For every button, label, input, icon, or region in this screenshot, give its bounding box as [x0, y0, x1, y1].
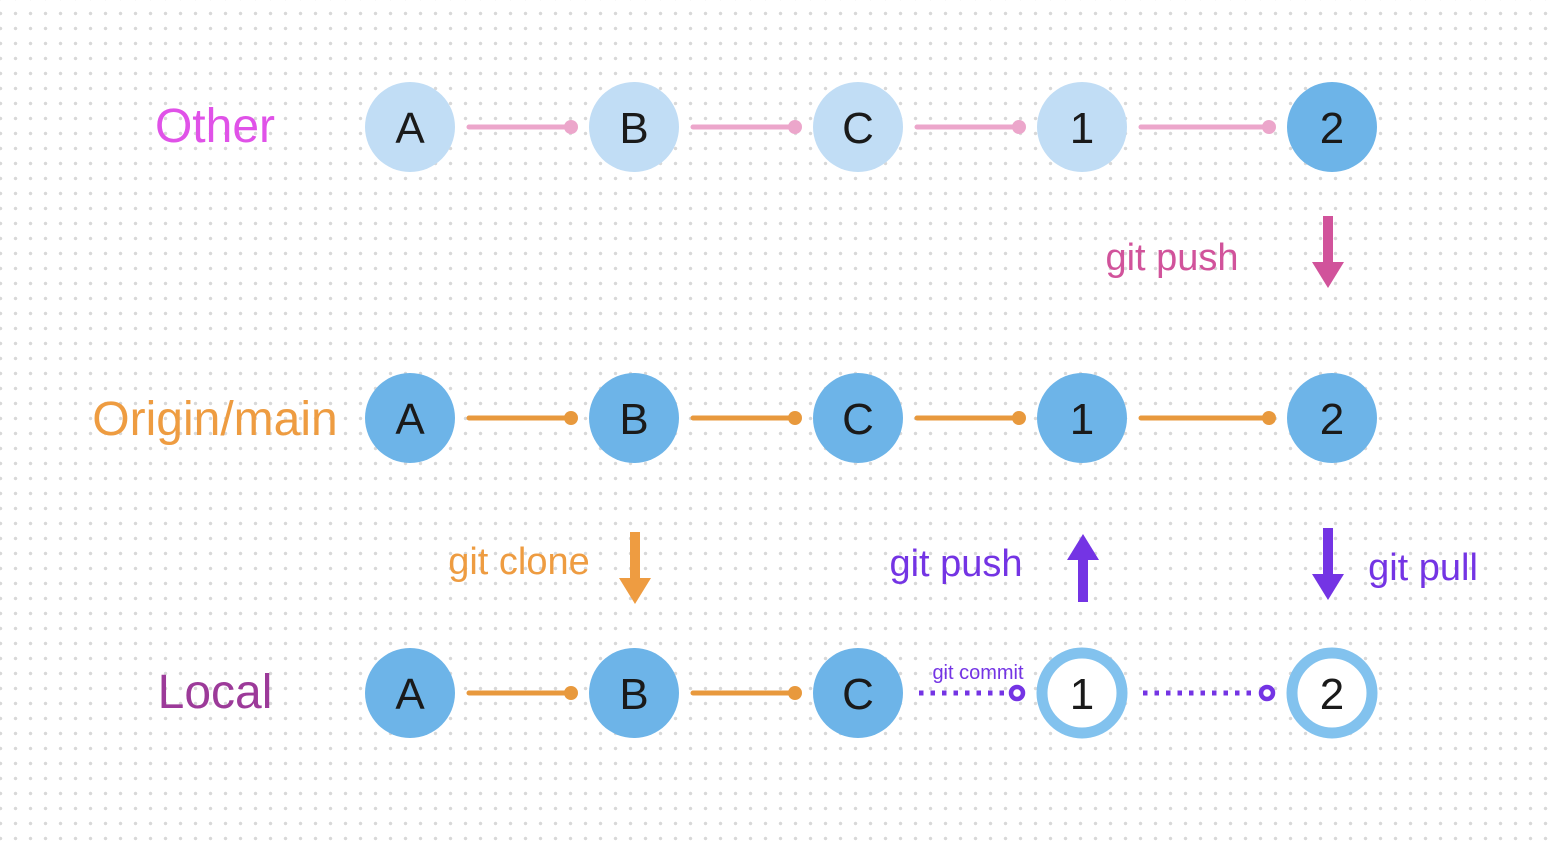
edge-arrowhead-dot	[564, 411, 578, 425]
arrow-head	[1067, 534, 1099, 560]
commit-node-local-2	[1286, 647, 1378, 739]
edge-arrowhead-dot	[788, 120, 802, 134]
edge-arrowhead-dot	[1012, 411, 1026, 425]
arrow-label-git-push-local: git push	[889, 543, 1023, 585]
arrow-head	[1312, 574, 1344, 600]
commit-node-label: 2	[1320, 104, 1344, 153]
row-label-origin-main: Origin/main	[92, 393, 338, 446]
row-origin-main: A B C 1 2	[365, 373, 1377, 463]
commit-node-origin-main-1	[1037, 373, 1127, 463]
arrow-head	[1312, 262, 1344, 288]
commit-node-local-A	[365, 648, 455, 738]
row-local: A B C 1 2	[365, 647, 1378, 739]
commit-node-label: 1	[1070, 670, 1094, 719]
commit-node-label: B	[619, 104, 648, 153]
edge-arrowhead-dot	[788, 411, 802, 425]
edge-arrowhead-ring	[1258, 684, 1276, 702]
commit-node-origin-main-A	[365, 373, 455, 463]
edge-arrowhead-dot	[564, 686, 578, 700]
commit-node-origin-main-B	[589, 373, 679, 463]
edge-arrowhead-dot	[1012, 120, 1026, 134]
edge-arrowhead-dot	[1262, 411, 1276, 425]
commit-node-label: B	[619, 670, 648, 719]
commit-node-label: B	[619, 395, 648, 444]
commit-node-label: C	[842, 395, 874, 444]
commit-node-local-B	[589, 648, 679, 738]
edge-label-git-commit: git commit	[932, 662, 1024, 684]
commit-node-other-1	[1037, 82, 1127, 172]
commit-node-other-B	[589, 82, 679, 172]
arrow-git-push-up	[1067, 534, 1099, 602]
commit-node-local-1	[1036, 647, 1128, 739]
edge-arrowhead-dot	[788, 686, 802, 700]
commit-node-label: C	[842, 670, 874, 719]
edge-arrowhead-ring	[1008, 684, 1026, 702]
arrow-git-push-down	[1312, 216, 1344, 288]
commit-node-label: 1	[1070, 104, 1094, 153]
commit-node-label: C	[842, 104, 874, 153]
commit-node-origin-main-2	[1287, 373, 1377, 463]
commit-node-label: 2	[1320, 395, 1344, 444]
commit-node-label: A	[395, 670, 425, 719]
commit-node-origin-main-C	[813, 373, 903, 463]
arrow-git-clone-down	[619, 532, 651, 604]
edge-arrowhead-dot	[564, 120, 578, 134]
arrow-head	[619, 578, 651, 604]
row-other: A B C 1 2	[365, 82, 1377, 172]
commit-node-other-2	[1287, 82, 1377, 172]
row-label-other: Other	[154, 100, 276, 153]
arrow-git-pull-down	[1312, 528, 1344, 600]
row-label-local: Local	[157, 666, 273, 719]
commit-node-label: 2	[1320, 670, 1344, 719]
edge-arrowhead-dot	[1262, 120, 1276, 134]
commit-node-label: A	[395, 104, 425, 153]
arrow-label-git-pull: git pull	[1368, 547, 1478, 589]
commit-node-other-A	[365, 82, 455, 172]
commit-node-local-C	[813, 648, 903, 738]
commit-node-other-C	[813, 82, 903, 172]
commit-node-label: 1	[1070, 395, 1094, 444]
arrow-label-git-clone: git clone	[448, 541, 590, 583]
commit-node-label: A	[395, 395, 425, 444]
arrow-label-git-push-remote: git push	[1105, 237, 1239, 279]
